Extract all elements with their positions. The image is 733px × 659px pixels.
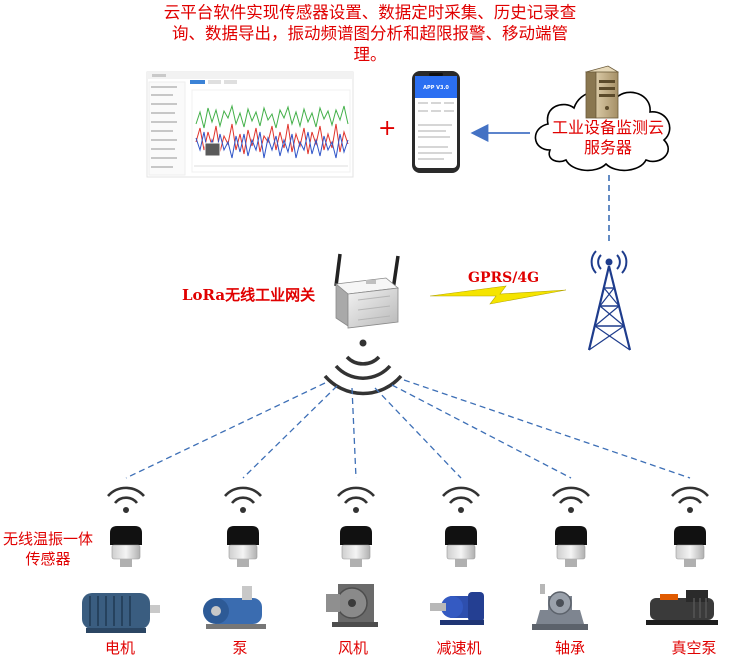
lightning-link-icon bbox=[429, 285, 567, 305]
lora-link-5 bbox=[391, 384, 572, 479]
wireless-sensor-icon bbox=[674, 526, 706, 567]
pump-icon bbox=[203, 586, 266, 629]
lora-link-3 bbox=[351, 387, 357, 479]
device-label-fan: 风机 bbox=[337, 639, 368, 657]
fan-icon bbox=[326, 584, 378, 627]
vibration-waveform bbox=[195, 104, 349, 159]
device-label-motor: 电机 bbox=[104, 639, 135, 657]
lora-link-4 bbox=[374, 387, 462, 479]
vacuum-pump-icon bbox=[646, 590, 718, 625]
wireless-sensor-icon bbox=[227, 526, 259, 567]
smartphone bbox=[412, 71, 460, 173]
lora-link-6 bbox=[403, 379, 691, 479]
reducer-icon bbox=[430, 592, 484, 625]
web-dashboard-thumbnail bbox=[146, 71, 354, 178]
device-label-pump: 泵 bbox=[232, 639, 248, 657]
sensor-column-6 bbox=[671, 486, 709, 567]
wireless-sensor-icon bbox=[555, 526, 587, 567]
wifi-signal-icon bbox=[671, 486, 709, 513]
page-title: 云平台软件实现传感器设置、数据定时采集、历史记录查询、数据导出，振动频谱图分析和… bbox=[163, 3, 577, 64]
wifi-signal-icon bbox=[552, 486, 590, 513]
dashboard-popup bbox=[204, 142, 221, 157]
sensor-column-5 bbox=[552, 486, 590, 567]
wifi-signal-icon bbox=[337, 486, 375, 513]
server-icon bbox=[584, 65, 620, 119]
wifi-signal-icon bbox=[107, 486, 145, 513]
sensor-column-4 bbox=[442, 486, 480, 567]
gateway-label: LoRa无线工业网关 bbox=[182, 286, 316, 304]
device-label-bearing: 轴承 bbox=[554, 639, 585, 657]
motor-icon bbox=[82, 593, 160, 633]
sensor-label: 无线温振一体传感器 bbox=[2, 530, 93, 568]
wireless-sensor-icon bbox=[445, 526, 477, 567]
app-title: APP V3.0 bbox=[423, 85, 449, 91]
cloud-icon bbox=[534, 90, 671, 172]
lora-gateway-icon bbox=[334, 253, 400, 329]
uplink-label: GPRS/4G bbox=[468, 270, 540, 286]
sensor-column-3 bbox=[337, 486, 375, 567]
gateway-signal-icon bbox=[323, 339, 403, 396]
lora-link-1 bbox=[125, 382, 326, 479]
cloud-server-group bbox=[534, 65, 671, 172]
device-label-reducer: 减速机 bbox=[436, 639, 482, 657]
bearing-icon bbox=[532, 584, 588, 630]
server-label: 工业设备监测云服务器 bbox=[551, 118, 664, 157]
plus-sign: + bbox=[378, 116, 397, 141]
cell-tower-icon bbox=[587, 250, 632, 351]
sensor-column-1 bbox=[107, 486, 145, 567]
wireless-sensor-icon bbox=[110, 526, 142, 567]
sensor-column-2 bbox=[224, 486, 262, 567]
lora-link-2 bbox=[242, 385, 338, 479]
device-label-vacuum-pump: 真空泵 bbox=[671, 639, 717, 657]
wifi-signal-icon bbox=[442, 486, 480, 513]
wireless-sensor-icon bbox=[340, 526, 372, 567]
sensor-columns bbox=[107, 486, 709, 567]
lora-links bbox=[125, 379, 691, 479]
wifi-signal-icon bbox=[224, 486, 262, 513]
